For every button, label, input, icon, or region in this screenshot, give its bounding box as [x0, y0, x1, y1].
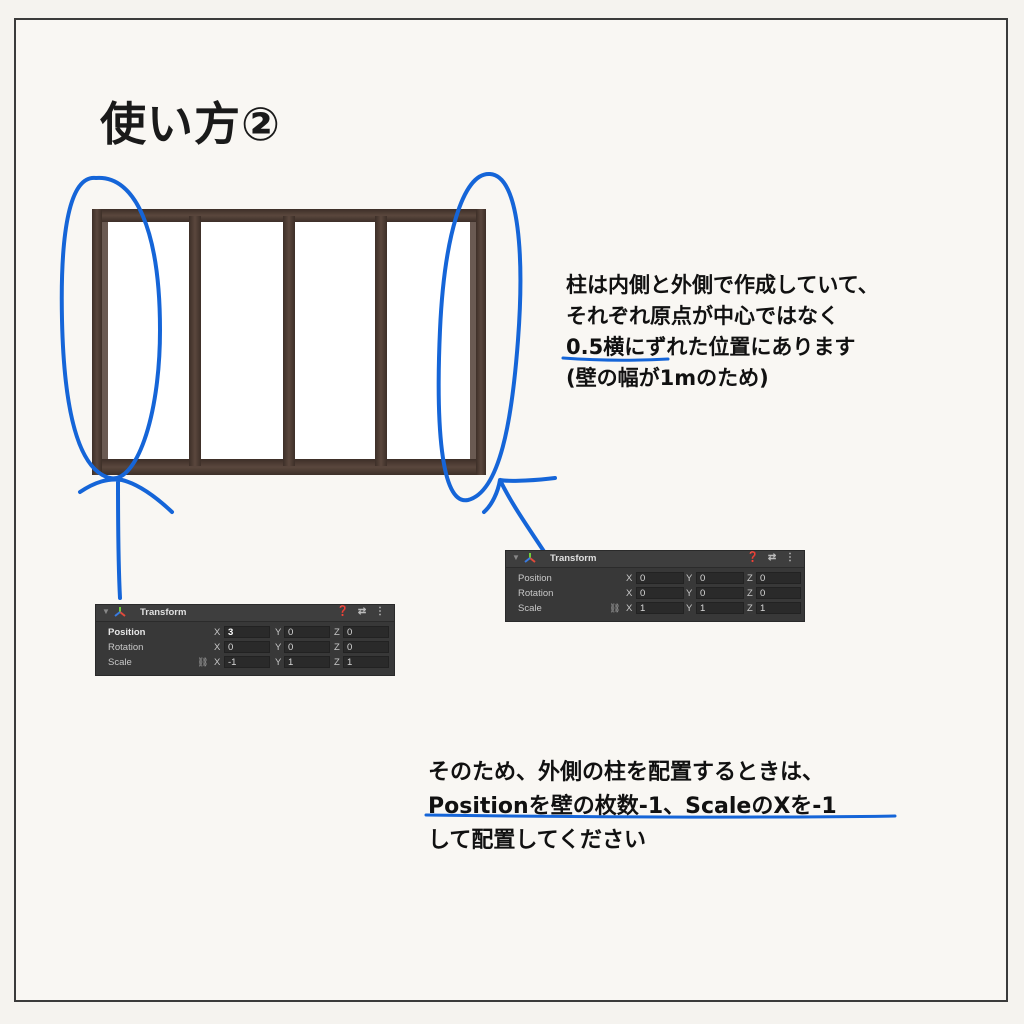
position-z-field[interactable]: 0	[343, 626, 389, 638]
axis-y: Y	[686, 588, 693, 599]
scale-y-field[interactable]: 1	[696, 602, 744, 614]
foldout-arrow-icon[interactable]: ▼	[512, 553, 520, 562]
axis-y: Y	[686, 573, 693, 584]
position-row: Position X 0 Y 0 Z 0	[506, 571, 804, 586]
panel-title: Transform	[550, 553, 597, 564]
rotation-y-field[interactable]: 0	[284, 641, 330, 653]
transform-panel-default: ▼ Transform ❓ ⇄ ⋮ Position X 0 Y 0 Z 0 R…	[505, 550, 805, 622]
note-origin-offset: 柱は内側と外側で作成していて、 それぞれ原点が中心ではなく 0.5横にずれた位置…	[566, 270, 879, 394]
rotation-label: Rotation	[518, 588, 554, 599]
transform-axes-icon	[524, 553, 536, 563]
inner-right-post	[470, 222, 476, 459]
axis-x: X	[626, 588, 633, 599]
axis-z: Z	[334, 642, 340, 653]
panel-header[interactable]: ▼ Transform ❓ ⇄ ⋮	[96, 605, 394, 622]
axis-x: X	[214, 642, 221, 653]
axis-x: X	[214, 657, 221, 668]
foldout-arrow-icon[interactable]: ▼	[102, 607, 110, 616]
axis-z: Z	[747, 588, 753, 599]
panel-header-icons[interactable]: ❓ ⇄ ⋮	[746, 552, 798, 563]
left-arrow	[78, 477, 174, 600]
outer-right-post	[476, 209, 486, 475]
axis-z: Z	[747, 573, 753, 584]
panel-header-icons[interactable]: ❓ ⇄ ⋮	[336, 606, 388, 617]
axis-y: Y	[275, 627, 282, 638]
note-line: (壁の幅が1mのため)	[566, 366, 769, 390]
constrain-proportions-icon[interactable]: ⛓	[197, 657, 209, 667]
axis-x: X	[626, 573, 633, 584]
note-line: 柱は内側と外側で作成していて、	[566, 273, 879, 297]
inner-left-post	[102, 222, 108, 459]
rotation-row: Rotation X 0 Y 0 Z 0	[506, 586, 804, 601]
axis-z: Z	[334, 627, 340, 638]
post-4	[375, 216, 387, 466]
transform-panel-outer: ▼ Transform ❓ ⇄ ⋮ Position X 3 Y 0 Z 0 R…	[95, 604, 395, 676]
axis-z: Z	[334, 657, 340, 668]
scale-label: Scale	[518, 603, 542, 614]
axis-y: Y	[686, 603, 693, 614]
right-circle	[436, 171, 523, 503]
scale-y-field[interactable]: 1	[284, 656, 330, 668]
right-arrow	[482, 476, 557, 555]
transform-axes-icon	[114, 607, 126, 617]
position-x-field[interactable]: 3	[224, 626, 270, 638]
post-2	[189, 216, 201, 466]
rotation-z-field[interactable]: 0	[343, 641, 389, 653]
position-label: Position	[108, 627, 146, 638]
page-title: 使い方②	[100, 97, 281, 151]
position-y-field[interactable]: 0	[284, 626, 330, 638]
panel-title: Transform	[140, 607, 187, 618]
scale-z-field[interactable]: 1	[343, 656, 389, 668]
scale-x-field[interactable]: -1	[224, 656, 270, 668]
position-row: Position X 3 Y 0 Z 0	[96, 625, 394, 640]
panel-header[interactable]: ▼ Transform ❓ ⇄ ⋮	[506, 551, 804, 568]
underline-position	[424, 813, 897, 819]
rotation-row: Rotation X 0 Y 0 Z 0	[96, 640, 394, 655]
position-label: Position	[518, 573, 552, 584]
scale-row: Scale ⛓ X -1 Y 1 Z 1	[96, 655, 394, 670]
rotation-y-field[interactable]: 0	[696, 587, 744, 599]
rotation-label: Rotation	[108, 642, 144, 653]
scale-x-field[interactable]: 1	[636, 602, 684, 614]
axis-z: Z	[747, 603, 753, 614]
underline-0-5	[561, 356, 670, 362]
axis-y: Y	[275, 657, 282, 668]
rotation-x-field[interactable]: 0	[224, 641, 270, 653]
outer-left-post	[92, 209, 102, 475]
note-line: Positionを壁の枚数-1、ScaleのXを-1	[428, 794, 837, 819]
axis-y: Y	[275, 642, 282, 653]
position-x-field[interactable]: 0	[636, 572, 684, 584]
scale-label: Scale	[108, 657, 132, 668]
axis-x: X	[214, 627, 221, 638]
note-line: そのため、外側の柱を配置するときは、	[428, 760, 825, 785]
note-placement: そのため、外側の柱を配置するときは、 Positionを壁の枚数-1、Scale…	[428, 756, 837, 858]
page-frame	[14, 18, 1008, 1002]
scale-row: Scale ⛓ X 1 Y 1 Z 1	[506, 601, 804, 616]
rotation-x-field[interactable]: 0	[636, 587, 684, 599]
rotation-z-field[interactable]: 0	[756, 587, 801, 599]
constrain-proportions-icon[interactable]: ⛓	[609, 603, 621, 613]
note-line: して配置してください	[428, 828, 647, 853]
scale-z-field[interactable]: 1	[756, 602, 801, 614]
wall-frame	[92, 209, 486, 475]
post-3	[283, 216, 295, 466]
note-line: 0.5横にずれた位置にあります	[566, 335, 856, 359]
axis-x: X	[626, 603, 633, 614]
position-z-field[interactable]: 0	[756, 572, 801, 584]
position-y-field[interactable]: 0	[696, 572, 744, 584]
note-line: それぞれ原点が中心ではなく	[566, 304, 839, 328]
